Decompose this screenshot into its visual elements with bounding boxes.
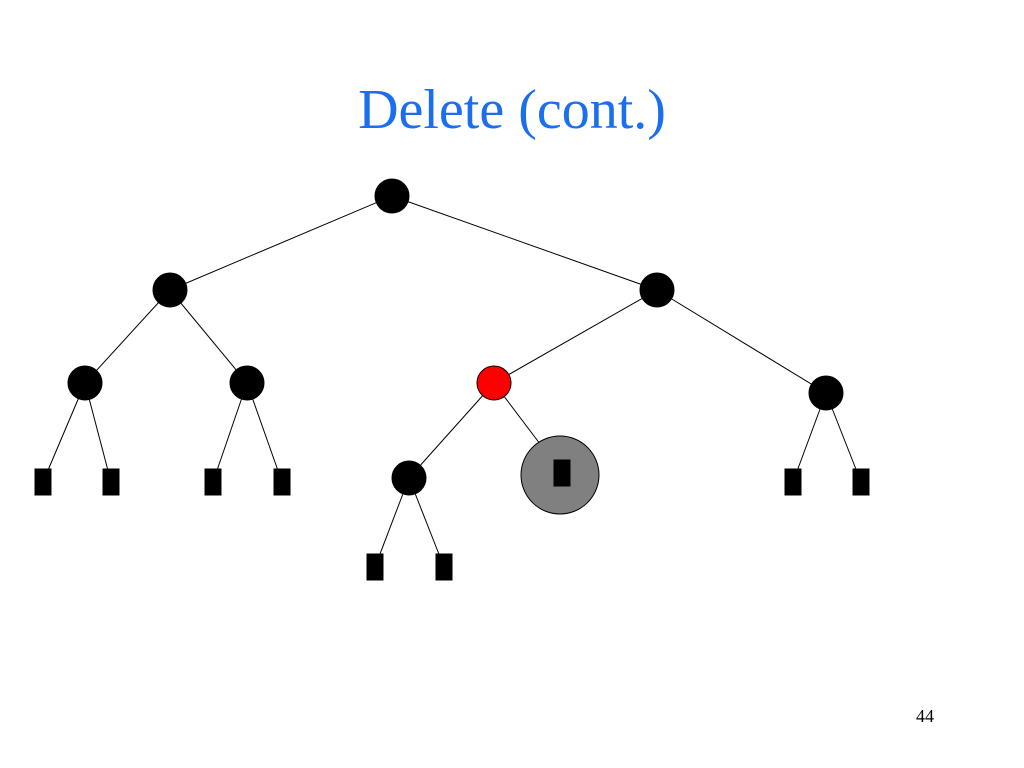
black-node-root: [374, 178, 410, 214]
slide-title: Delete (cont.): [358, 79, 666, 141]
leaf-node-leaf-RR-2: [852, 468, 870, 496]
edge-LR-leaf-LR-2: [246, 382, 283, 483]
leaf-node-leaf-LL-2: [102, 468, 120, 496]
edge-LL-leaf-LL-1: [42, 382, 86, 483]
leaf-node-leaf-RR-1: [784, 468, 802, 496]
leaf-node-leaf-LR-2: [273, 468, 291, 496]
edge-L-LL: [84, 289, 171, 384]
black-node-L: [152, 272, 188, 308]
leaf-node-leaf-RL-highlighted: [553, 459, 571, 487]
edge-R-RL: [493, 289, 658, 384]
black-node-LL: [67, 365, 103, 401]
nodes-layer: [34, 178, 870, 581]
edge-RL-RLL: [408, 382, 495, 479]
black-node-LR: [229, 365, 265, 401]
leaf-node-leaf-RLL-2: [435, 553, 453, 581]
black-node-RR: [808, 375, 844, 411]
black-node-RLL: [391, 460, 427, 496]
black-node-R: [639, 272, 675, 308]
leaf-node-leaf-RLL-1: [366, 553, 384, 581]
red-node-RL: [476, 365, 512, 401]
page-number: 44: [916, 706, 934, 726]
edges-layer: [42, 195, 862, 568]
edge-root-L: [169, 195, 393, 291]
edge-root-R: [391, 195, 658, 291]
edge-L-LR: [169, 289, 248, 384]
edge-R-RR: [656, 289, 827, 394]
leaf-node-leaf-LR-1: [204, 468, 222, 496]
leaf-node-leaf-LL-1: [34, 468, 52, 496]
